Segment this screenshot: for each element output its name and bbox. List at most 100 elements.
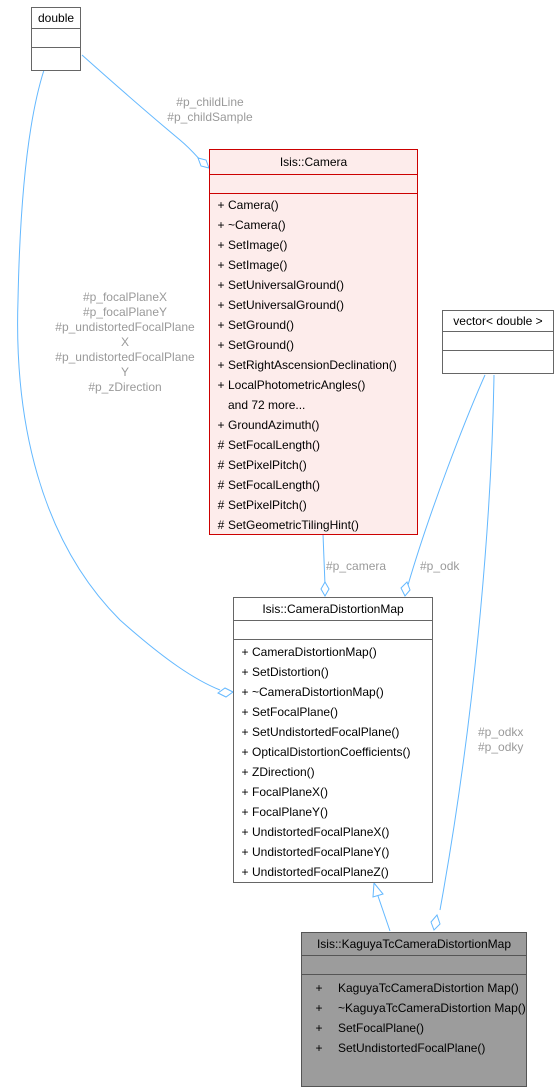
method-name: and 72 more... bbox=[228, 398, 306, 412]
aggregation-diamond-camera bbox=[197, 157, 210, 169]
method-name: SetUndistortedFocalPlane() bbox=[252, 725, 400, 739]
method-name: LocalPhotometricAngles() bbox=[228, 378, 366, 392]
method-name: Camera() bbox=[228, 198, 279, 212]
visibility-marker: # bbox=[217, 518, 225, 532]
visibility-marker: + bbox=[315, 981, 323, 995]
class-node-camera-distortion-map[interactable]: Isis::CameraDistortionMap +CameraDistort… bbox=[233, 597, 433, 883]
class-attributes bbox=[32, 29, 80, 48]
method-name: UndistortedFocalPlaneX() bbox=[252, 825, 390, 839]
class-node-camera[interactable]: Isis::Camera +Camera() +~Camera() +SetIm… bbox=[209, 149, 418, 535]
method-name: ~KaguyaTcCameraDistortion Map() bbox=[338, 1001, 526, 1015]
aggregation-diamond-camera-ref bbox=[320, 580, 330, 598]
visibility-marker: + bbox=[241, 745, 249, 759]
method-name: KaguyaTcCameraDistortion Map() bbox=[338, 981, 519, 995]
class-attributes bbox=[302, 956, 526, 975]
class-node-double[interactable]: double bbox=[31, 7, 81, 71]
method-row: +CameraDistortionMap() bbox=[234, 642, 432, 662]
method-name: SetUniversalGround() bbox=[228, 278, 345, 292]
method-name: ZDirection() bbox=[252, 765, 315, 779]
visibility-marker bbox=[214, 395, 228, 415]
edge-label-focal: #p_focalPlaneX #p_focalPlaneY #p_undisto… bbox=[40, 290, 210, 395]
method-row: +SetGround() bbox=[210, 315, 417, 335]
method-row: +SetRightAscensionDeclination() bbox=[210, 355, 417, 375]
method-name: FocalPlaneX() bbox=[252, 785, 329, 799]
method-row: +SetUniversalGround() bbox=[210, 295, 417, 315]
edge-double-to-camera bbox=[81, 54, 204, 164]
method-name: SetImage() bbox=[228, 238, 288, 252]
edge-label-line: X bbox=[120, 335, 129, 349]
class-title: vector< double > bbox=[443, 311, 553, 332]
method-row: +GroundAzimuth() bbox=[210, 415, 417, 435]
method-name: FocalPlaneY() bbox=[252, 805, 329, 819]
visibility-marker: + bbox=[315, 1021, 323, 1035]
class-node-vector-double[interactable]: vector< double > bbox=[442, 310, 554, 374]
visibility-marker: + bbox=[217, 378, 225, 392]
aggregation-diamond-odk bbox=[400, 581, 411, 597]
method-row: #SetFocalLength() bbox=[210, 475, 417, 495]
method-row: +~Camera() bbox=[210, 215, 417, 235]
class-title: Isis::CameraDistortionMap bbox=[234, 598, 432, 621]
edge-label-line: #p_childLine bbox=[176, 95, 244, 109]
method-name: SetPixelPitch() bbox=[228, 498, 307, 512]
edge-inheritance bbox=[377, 895, 391, 932]
edge-label-line: #p_odkx bbox=[478, 725, 524, 739]
method-row: +SetDistortion() bbox=[234, 662, 432, 682]
edge-label-line: Y bbox=[120, 365, 129, 379]
method-name: SetFocalLength() bbox=[228, 438, 321, 452]
method-name: UndistortedFocalPlaneZ() bbox=[252, 865, 389, 879]
method-name: SetGeometricTilingHint() bbox=[228, 518, 359, 532]
visibility-marker: + bbox=[241, 685, 249, 699]
method-row: +SetUndistortedFocalPlane() bbox=[234, 722, 432, 742]
method-name: SetFocalLength() bbox=[228, 478, 321, 492]
visibility-marker: + bbox=[241, 825, 249, 839]
class-title: Isis::KaguyaTcCameraDistortionMap bbox=[302, 933, 526, 956]
edge-label-child: #p_childLine #p_childSample bbox=[160, 95, 260, 125]
method-row: +SetFocalPlane() bbox=[302, 1018, 526, 1038]
method-row: +UndistortedFocalPlaneY() bbox=[234, 842, 432, 862]
method-name: UndistortedFocalPlaneY() bbox=[252, 845, 390, 859]
visibility-marker: + bbox=[217, 298, 225, 312]
class-methods: +Camera() +~Camera() +SetImage() +SetIma… bbox=[210, 194, 417, 537]
visibility-marker: + bbox=[217, 198, 225, 212]
method-row: +SetGround() bbox=[210, 335, 417, 355]
method-name: SetGround() bbox=[228, 338, 295, 352]
visibility-marker: + bbox=[241, 705, 249, 719]
method-row: +SetUniversalGround() bbox=[210, 275, 417, 295]
edge-vector-to-distortion-map bbox=[407, 374, 486, 586]
method-name: SetImage() bbox=[228, 258, 288, 272]
visibility-marker: # bbox=[217, 498, 225, 512]
edge-label-line: #p_camera bbox=[326, 559, 387, 573]
edge-label-odk: #p_odk bbox=[420, 559, 459, 574]
method-row: +FocalPlaneX() bbox=[234, 782, 432, 802]
method-row: #SetFocalLength() bbox=[210, 435, 417, 455]
visibility-marker: # bbox=[217, 458, 225, 472]
class-node-kaguya-tc-camera-distortion-map[interactable]: Isis::KaguyaTcCameraDistortionMap + Kaguy… bbox=[301, 932, 527, 1087]
visibility-marker: + bbox=[315, 1001, 323, 1015]
edge-camera-to-distortion-map bbox=[322, 533, 326, 586]
inheritance-arrow bbox=[372, 881, 384, 898]
edge-label-line: #p_focalPlaneY bbox=[82, 305, 168, 319]
method-name: ~CameraDistortionMap() bbox=[252, 685, 384, 699]
edge-label-line: #p_undistortedFocalPlane bbox=[55, 320, 195, 334]
edge-label-odkxy: #p_odkx #p_odky bbox=[478, 725, 523, 755]
method-row: +SetFocalPlane() bbox=[234, 702, 432, 722]
method-name: SetDistortion() bbox=[252, 665, 329, 679]
visibility-marker: + bbox=[315, 1041, 323, 1055]
edge-label-line: #p_odk bbox=[420, 559, 460, 573]
method-name: CameraDistortionMap() bbox=[252, 645, 377, 659]
visibility-marker: + bbox=[241, 645, 249, 659]
method-row: +FocalPlaneY() bbox=[234, 802, 432, 822]
visibility-marker: + bbox=[217, 238, 225, 252]
method-row: +UndistortedFocalPlaneX() bbox=[234, 822, 432, 842]
method-row: #SetPixelPitch() bbox=[210, 455, 417, 475]
method-name: ~Camera() bbox=[228, 218, 286, 232]
edge-label-camera: #p_camera bbox=[326, 559, 386, 574]
method-name: SetGround() bbox=[228, 318, 295, 332]
method-row: + KaguyaTcCameraDistortion Map() bbox=[302, 978, 526, 998]
method-row: +SetUndistortedFocalPlane() bbox=[302, 1038, 526, 1058]
visibility-marker: # bbox=[217, 478, 225, 492]
method-row: #SetPixelPitch() bbox=[210, 495, 417, 515]
method-row: + ~KaguyaTcCameraDistortion Map() bbox=[302, 998, 526, 1018]
method-row: +OpticalDistortionCoefficients() bbox=[234, 742, 432, 762]
